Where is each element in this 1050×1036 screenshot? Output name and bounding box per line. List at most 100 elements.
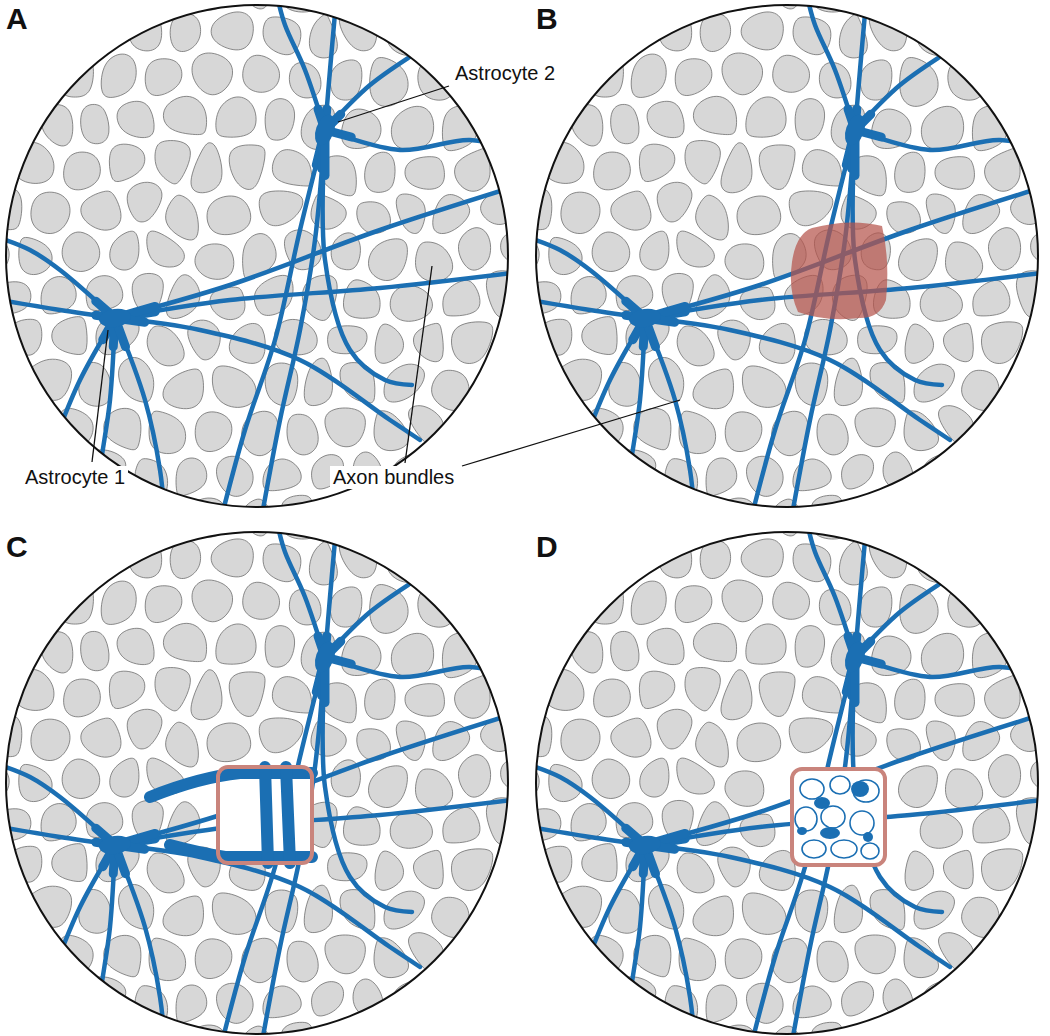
astrocyte-soma xyxy=(98,307,132,329)
axon-bundle xyxy=(722,53,763,95)
astrocyte-process xyxy=(808,0,855,130)
axon-bundle xyxy=(432,370,470,410)
scar-cell-outline xyxy=(861,843,879,859)
astrocyte-process xyxy=(530,238,645,318)
axon-bundle xyxy=(396,721,425,761)
astrocyte-process xyxy=(855,30,980,130)
axon-bundle xyxy=(988,228,1020,270)
callout-label: Axon bundles xyxy=(330,466,457,489)
axon-bundle xyxy=(41,105,72,146)
axon-bundle xyxy=(855,935,895,974)
axon-bundle xyxy=(325,935,365,974)
axon-bundle xyxy=(31,719,70,760)
axon-bundle xyxy=(639,144,674,181)
axon-bundle xyxy=(721,670,752,720)
astrocyte-soma xyxy=(820,827,840,839)
axon-bundle xyxy=(725,939,762,979)
astrocyte-process xyxy=(0,238,115,318)
astrocyte-process xyxy=(278,0,325,130)
nerve-interior xyxy=(0,501,545,1036)
astrocyte-soma xyxy=(628,834,662,856)
axon-bundle xyxy=(176,458,207,496)
axon-bundle xyxy=(657,709,692,749)
lesion-outline xyxy=(218,767,312,863)
axon-bundle xyxy=(391,633,433,676)
astrocyte-process xyxy=(626,845,645,1036)
nerve-ground xyxy=(6,5,508,507)
axon-bundle xyxy=(899,766,938,808)
axon-bundle xyxy=(1031,759,1050,793)
axon-bundle xyxy=(559,359,601,400)
astrocyte-process xyxy=(855,2,866,130)
leader-line xyxy=(462,400,680,466)
axon-bundle xyxy=(41,632,72,673)
astrocyte-soma xyxy=(841,112,869,148)
axon-bundle xyxy=(265,626,294,668)
axon-bundle xyxy=(945,769,982,809)
axon-bundle xyxy=(375,324,404,363)
axon-bundle xyxy=(0,237,9,278)
axon-bundle xyxy=(432,897,470,937)
axon-bundle xyxy=(458,228,490,270)
axon-bundle xyxy=(582,317,617,355)
axon-bundle xyxy=(721,143,752,193)
axon-bundle xyxy=(339,536,377,577)
axon-bundle xyxy=(212,893,256,934)
panel-letter: A xyxy=(6,2,28,37)
axon-bundle xyxy=(207,723,251,762)
axon-bundle xyxy=(725,771,764,806)
axon-bundle xyxy=(0,764,9,805)
axon-bundle xyxy=(405,684,444,717)
axon-bundle xyxy=(789,718,833,753)
axon-bundle xyxy=(195,244,234,279)
axon-bundle xyxy=(109,144,144,181)
axon-bundle xyxy=(693,896,734,936)
scar-cell-outline xyxy=(831,840,857,858)
nerve-interior xyxy=(504,0,1050,545)
panel xyxy=(504,501,1050,1036)
axon-bundle xyxy=(109,671,144,708)
axon-bundle xyxy=(155,141,190,184)
astrocyte-process xyxy=(0,765,115,845)
panel-letter: C xyxy=(6,530,28,565)
axon-bundle xyxy=(265,99,294,141)
nerve-outline xyxy=(6,5,508,507)
axon-bundle xyxy=(339,9,377,50)
axon-bundle xyxy=(973,280,1010,316)
axon-bundle xyxy=(312,982,344,1016)
astrocyte-process xyxy=(645,845,695,1036)
astrocyte-process xyxy=(626,318,645,520)
axon-bundle xyxy=(211,12,253,50)
axon-bundle xyxy=(855,408,895,447)
axon-bundle xyxy=(725,412,762,452)
axon-bundle xyxy=(592,232,630,271)
hypertrophic-process xyxy=(286,767,290,863)
axon-bundle xyxy=(259,718,303,753)
axon-bundle xyxy=(211,539,253,577)
axon-bundle xyxy=(163,96,206,134)
nerve-interior xyxy=(504,501,1050,1036)
axon-bundle xyxy=(243,582,280,619)
axon-bundle xyxy=(657,182,692,222)
axon-bundle xyxy=(640,758,669,797)
axon-bundle xyxy=(81,718,121,757)
axon-bundle xyxy=(166,195,199,240)
astrocyte-process xyxy=(855,557,980,657)
axon-bundle xyxy=(725,244,764,279)
nerve-outline xyxy=(536,532,1038,1034)
axon-bundle xyxy=(375,851,404,890)
lesion-cavity xyxy=(218,767,312,863)
astrocyte-process xyxy=(262,130,325,515)
axon-bundle xyxy=(207,196,251,235)
axon-bundle xyxy=(343,280,380,318)
axon-bundle xyxy=(195,939,232,979)
axon-bundle xyxy=(973,807,1010,843)
axon-bundle xyxy=(718,320,751,360)
axon-bundle xyxy=(631,54,666,97)
axon-bundle xyxy=(795,626,824,668)
astrocyte-process xyxy=(0,300,115,318)
axon-bundle xyxy=(81,104,109,143)
axon-bundle xyxy=(176,985,207,1023)
nerve-ground xyxy=(536,5,1038,507)
